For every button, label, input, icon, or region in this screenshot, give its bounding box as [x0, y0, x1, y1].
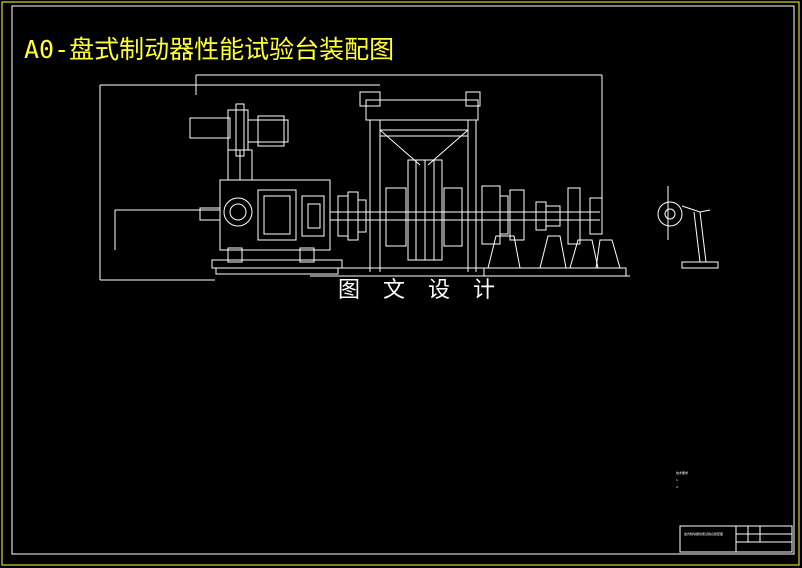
notes-heading: 技术要求 — [676, 471, 689, 475]
inner-border — [11, 5, 795, 555]
watermark: 图 文 设 计 — [338, 278, 503, 303]
base-left — [211, 259, 343, 269]
drawing-title: A0-盘式制动器性能试验台装配图 — [24, 35, 395, 64]
brake-frame — [365, 99, 479, 121]
base-right — [483, 267, 627, 277]
motor-body — [189, 117, 231, 139]
flywheel — [481, 185, 501, 245]
note-item: 1. — [676, 478, 679, 482]
technical-notes: 技术要求 1. 2. — [676, 470, 688, 491]
note-item: 2. — [676, 485, 679, 489]
title-block — [679, 525, 793, 553]
title-block-label: 盘式制动器性能试验台装配图 — [684, 532, 724, 536]
side-view — [657, 186, 719, 269]
coupling — [337, 195, 349, 237]
assembly-front-view — [99, 74, 630, 281]
